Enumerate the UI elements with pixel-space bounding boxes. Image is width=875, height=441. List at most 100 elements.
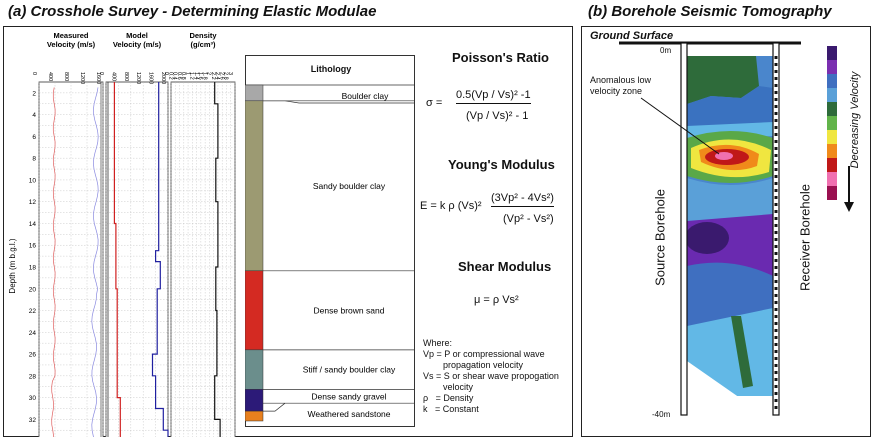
depth-tick-label: 18 <box>29 265 37 272</box>
receiver-marker <box>774 210 778 213</box>
receiver-marker <box>774 91 778 94</box>
where-line: Vs = S or shear wave propogation <box>423 371 559 381</box>
receiver-marker <box>774 168 778 171</box>
receiver-marker <box>774 245 778 248</box>
model-s-velocity-curve <box>113 82 121 437</box>
track-tick-label: 0.2 <box>167 72 173 80</box>
receiver-marker <box>774 280 778 283</box>
track-tick-label: 400 <box>110 72 116 81</box>
track-tick-label: 0 <box>31 72 37 75</box>
track-tick-label: 400 <box>47 72 53 81</box>
tomogram-white-wedge <box>687 361 773 421</box>
track-title: Density <box>189 31 217 40</box>
receiver-marker <box>774 406 778 409</box>
poisson-denominator: (Vp / Vs)² - 1 <box>466 110 529 122</box>
anomaly-label: Anomalous low velocity zone <box>590 75 651 97</box>
receiver-marker <box>774 308 778 311</box>
receiver-marker <box>774 259 778 262</box>
lithology-label: Boulder clay <box>342 91 390 101</box>
measured-s-velocity-curve <box>51 87 56 437</box>
receiver-marker <box>774 399 778 402</box>
where-line: velocity <box>423 382 474 392</box>
depth-tick-label: 30 <box>29 395 37 402</box>
poisson-numerator: 0.5(Vp / Vs)² -1 <box>456 89 531 104</box>
depth-tick-label: 12 <box>29 199 37 206</box>
anomaly-label-line1: Anomalous low <box>590 75 652 85</box>
track-tick-label: 0 <box>163 72 169 75</box>
receiver-marker <box>774 329 778 332</box>
legend-swatch <box>827 74 837 88</box>
receiver-marker <box>774 182 778 185</box>
track-tick-label: 1200 <box>135 72 141 84</box>
receiver-marker <box>774 378 778 381</box>
lithology-connector <box>263 402 286 412</box>
receiver-marker <box>774 385 778 388</box>
receiver-marker <box>774 70 778 73</box>
tomography-figure <box>619 41 854 421</box>
tomogram-upper-blue <box>687 86 773 132</box>
lithology-layer-swatch <box>245 410 264 422</box>
track-tick-label: 800 <box>63 72 69 81</box>
depth-tick-label: 6 <box>32 134 36 141</box>
young-denominator: (Vp² - Vs²) <box>503 213 554 225</box>
model-p-velocity-curve <box>151 82 169 437</box>
poisson-lhs: σ = <box>426 97 443 109</box>
legend-swatch <box>827 172 837 186</box>
receiver-marker <box>774 371 778 374</box>
receiver-marker <box>774 294 778 297</box>
shear-equation: μ = ρ Vs² <box>474 294 519 306</box>
receiver-marker <box>774 238 778 241</box>
receiver-marker <box>774 266 778 269</box>
panel-a-frame <box>3 26 573 437</box>
receiver-marker <box>774 350 778 353</box>
legend-swatch <box>827 116 837 130</box>
panel-b-title: (b) Borehole Seismic Tomography <box>588 3 832 20</box>
where-line: propagation velocity <box>423 360 524 370</box>
depth-tick-label: 32 <box>29 417 37 424</box>
source-borehole-label: Source Borehole <box>652 189 668 286</box>
receiver-marker <box>774 336 778 339</box>
receiver-marker <box>774 217 778 220</box>
lithology-label: Dense sandy gravel <box>311 391 386 401</box>
ground-surface-label: Ground Surface <box>590 30 674 42</box>
lithology-label: Stiff / sandy boulder clay <box>303 365 396 375</box>
track-tick-label: 2.4 <box>214 72 220 80</box>
density-curve <box>214 82 221 437</box>
receiver-marker <box>774 154 778 157</box>
track-tick-label: 800 <box>123 72 129 81</box>
receiver-marker <box>774 322 778 325</box>
receiver-marker <box>774 357 778 360</box>
anomaly-pointer-line <box>640 97 720 155</box>
shear-title: Shear Modulus <box>458 259 552 274</box>
track-tick-label: 1600 <box>148 72 154 84</box>
receiver-marker <box>774 56 778 59</box>
source-borehole <box>680 42 688 416</box>
track-tick-label: 1600 <box>95 72 101 84</box>
receiver-marker <box>774 77 778 80</box>
legend-swatch <box>827 144 837 158</box>
receiver-marker <box>774 98 778 101</box>
lithology-layer-swatch <box>245 100 264 272</box>
track-tick-label: 2 <box>206 72 212 75</box>
lithology-connector <box>263 100 415 104</box>
receiver-marker <box>774 175 778 178</box>
depth-tick-label: 10 <box>29 177 37 184</box>
lithology-label: Dense brown sand <box>314 305 385 315</box>
log-track-frame <box>170 81 236 437</box>
depth-tick-label: 26 <box>29 352 37 359</box>
receiver-marker <box>774 189 778 192</box>
legend-arrow-head <box>844 202 854 212</box>
where-legend: Where: Vp = P or compressional wave prop… <box>423 338 573 415</box>
track-tick-label: 1.6 <box>197 72 203 80</box>
receiver-marker <box>774 105 778 108</box>
where-line: Where: <box>423 338 453 348</box>
track-tick-label: 1.8 <box>201 72 207 80</box>
tomogram-pink-core <box>715 152 733 160</box>
track-tick-label: 1 <box>184 72 190 75</box>
receiver-marker <box>774 287 778 290</box>
depth-tick-label: 14 <box>29 221 37 228</box>
depth-tick-label: 16 <box>29 243 37 250</box>
lithology-layer-swatch <box>245 349 264 390</box>
track-tick-label: 2.6 <box>218 72 224 80</box>
